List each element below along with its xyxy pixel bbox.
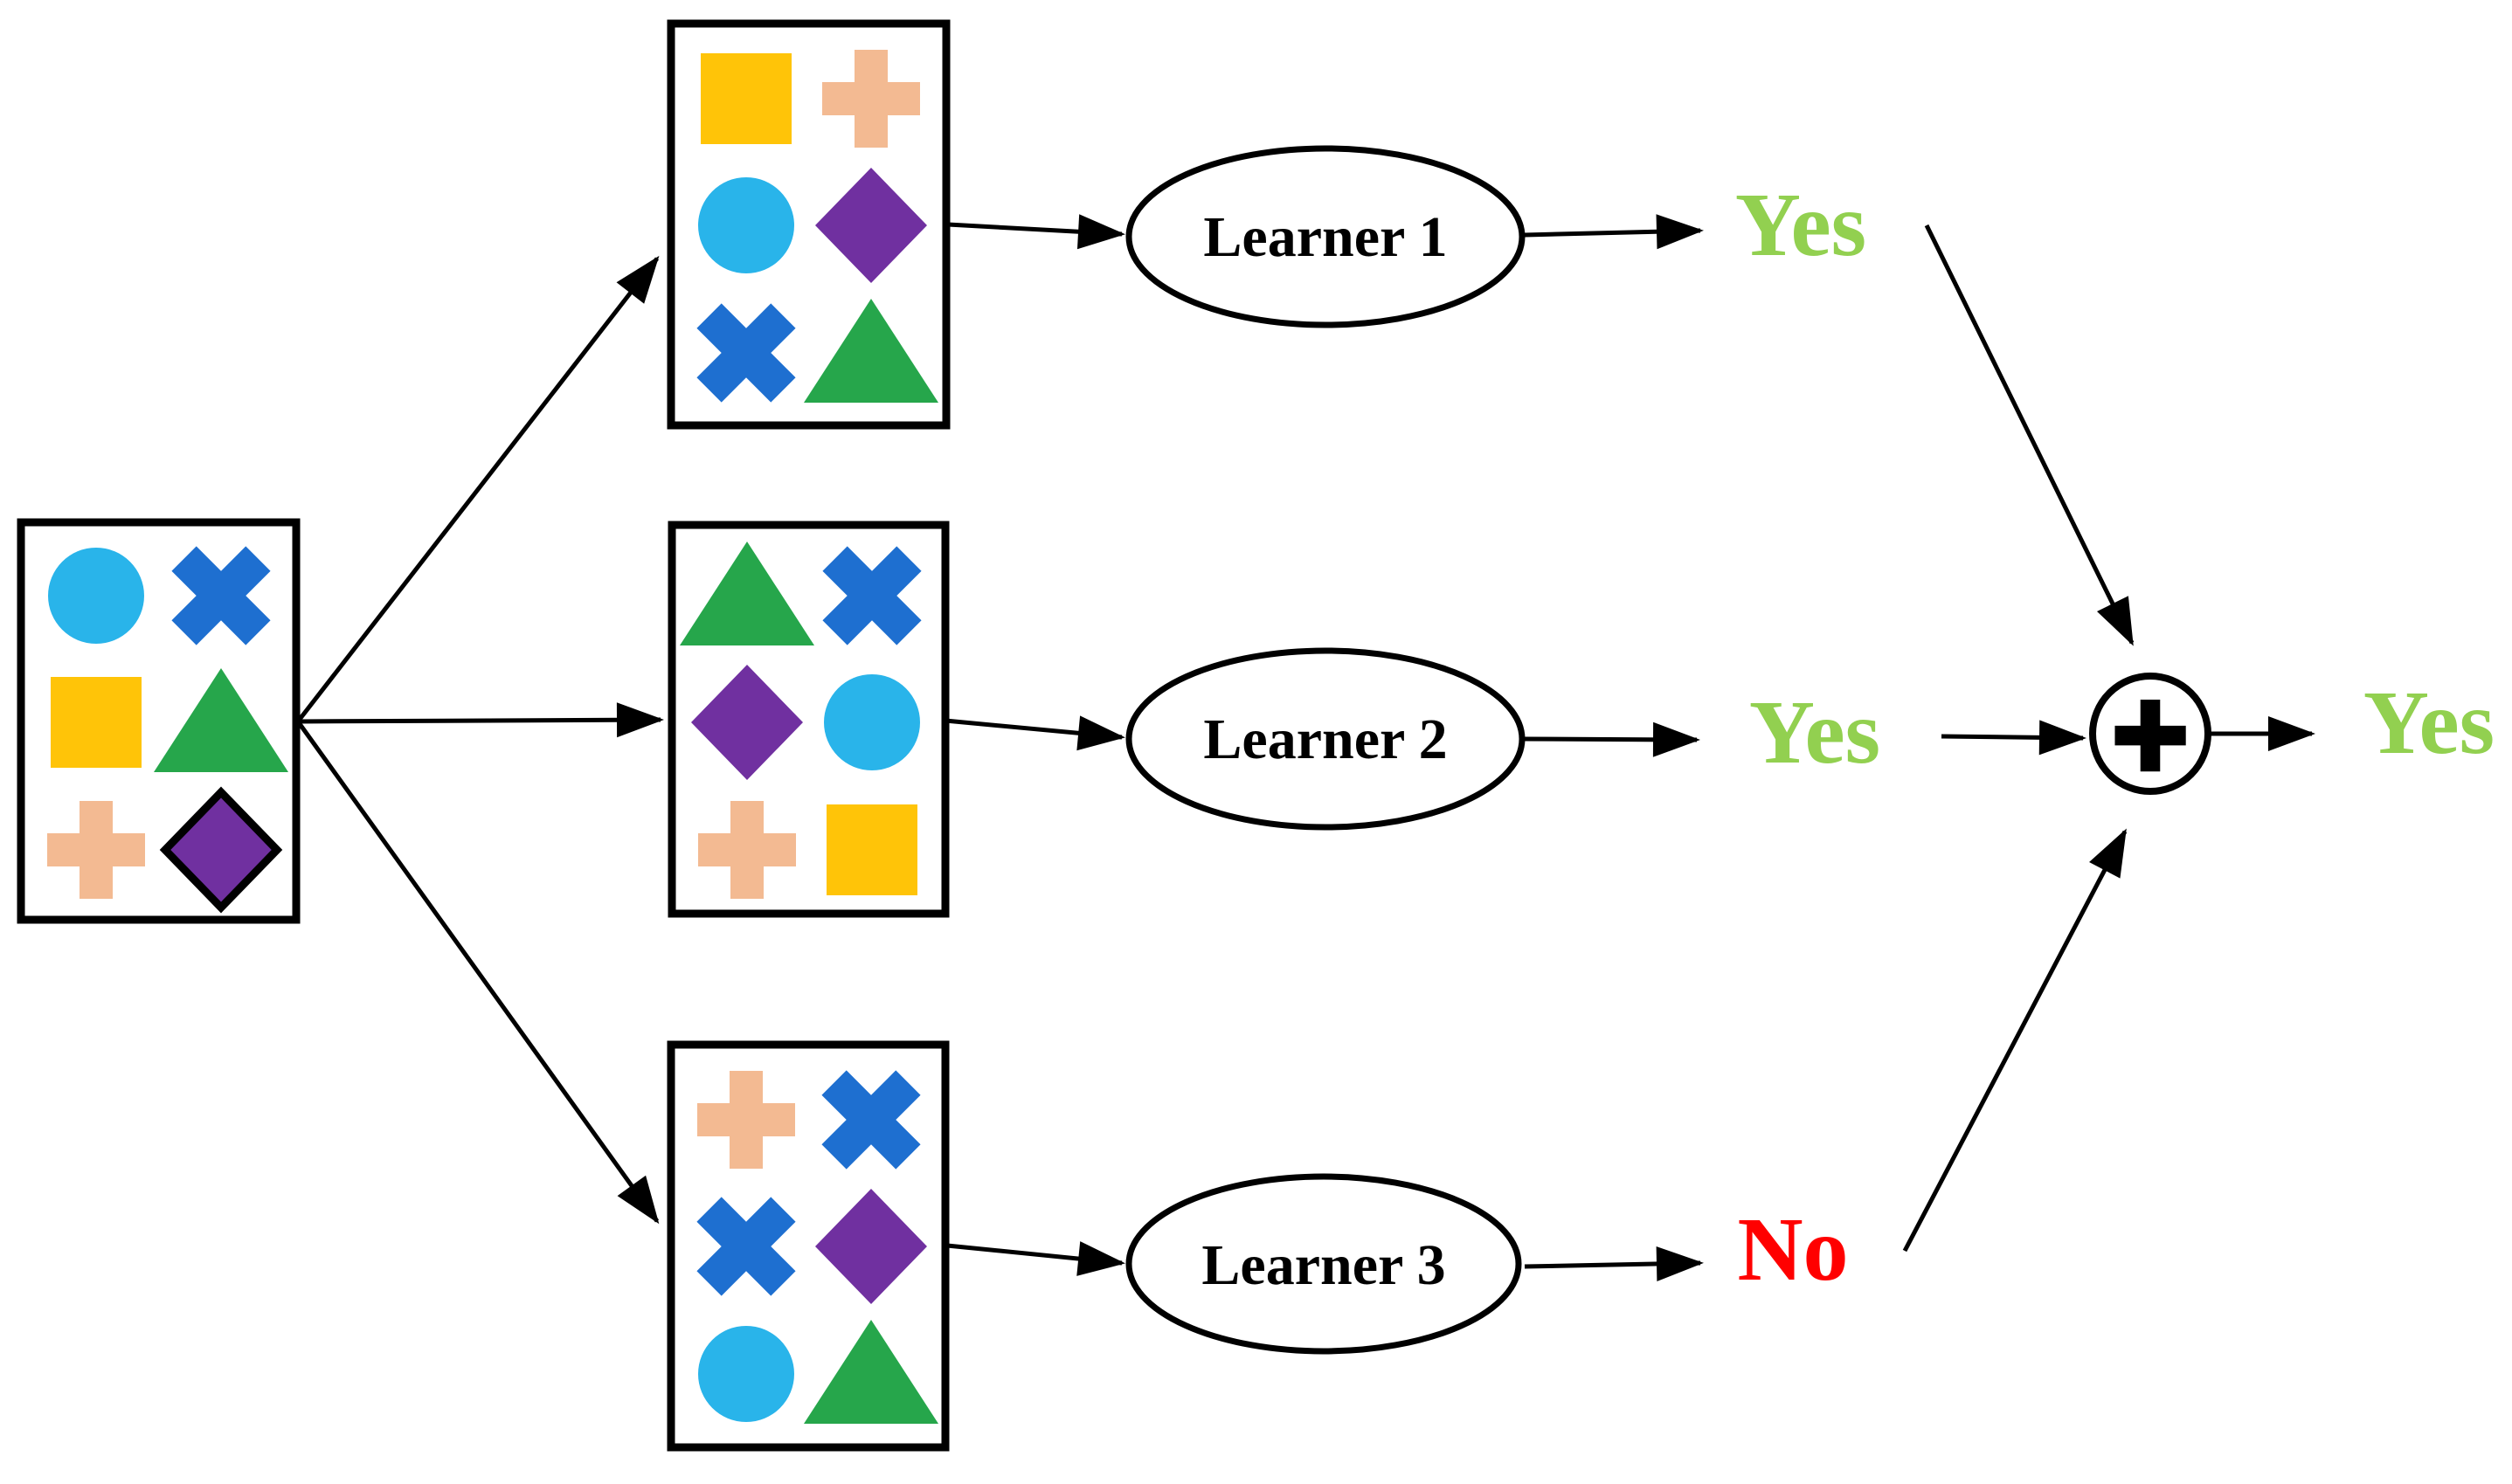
circle-shape xyxy=(698,1326,794,1422)
xmark-shape xyxy=(696,303,796,403)
learner-1-ellipse xyxy=(1125,145,1526,328)
learner-2-node: Learner 2 xyxy=(1125,647,1526,831)
square-shape xyxy=(701,53,792,144)
sample-box-1 xyxy=(667,19,951,430)
square-shape xyxy=(51,677,142,768)
arrow-sample-3-to-learner-3 xyxy=(946,1241,1125,1276)
plus-shape xyxy=(698,801,796,899)
output-3-text: No xyxy=(1737,1199,1848,1300)
connectors xyxy=(295,214,2315,1281)
diamond-shape xyxy=(159,786,283,914)
arrow-output-2-to-aggregator xyxy=(1941,720,2086,756)
learner-2-ellipse xyxy=(1125,647,1526,831)
xmark-shape xyxy=(171,546,271,645)
dataset-shapes xyxy=(47,546,288,914)
arrow-learner-1-to-output-1 xyxy=(1524,214,1704,250)
arrow-learner-2-to-output-2 xyxy=(1524,721,1700,757)
triangle-shape xyxy=(154,668,288,772)
circle-shape xyxy=(824,674,920,770)
xmark-shape xyxy=(822,546,922,645)
plus-shape xyxy=(697,1071,795,1169)
arrow-dataset-to-sample-3 xyxy=(295,720,660,1225)
learner-3-node: Learner 3 xyxy=(1125,1173,1522,1355)
arrow-sample-2-to-learner-2 xyxy=(945,715,1125,751)
triangle-shape xyxy=(804,1320,938,1424)
dataset-box xyxy=(17,518,301,924)
triangle-shape xyxy=(804,299,938,403)
arrow-output-1-to-aggregator xyxy=(1924,224,2135,646)
aggregator-node: + xyxy=(2089,658,2211,810)
aggregator-circle xyxy=(2089,673,2211,795)
final-output-text: Yes xyxy=(2363,673,2495,773)
output-2-text: Yes xyxy=(1749,682,1880,783)
diamond-shape xyxy=(815,1189,927,1304)
circle-shape xyxy=(48,548,144,644)
triangle-shape xyxy=(680,542,814,645)
arrow-dataset-to-sample-2 xyxy=(297,702,664,738)
arrow-learner-3-to-output-3 xyxy=(1524,1246,1704,1281)
sample-box-3 xyxy=(667,1040,950,1452)
sample-box-2 xyxy=(668,521,950,918)
diamond-shape xyxy=(691,665,803,780)
plus-shape xyxy=(822,50,920,148)
learner-3-ellipse xyxy=(1125,1173,1522,1355)
output-1-text: Yes xyxy=(1735,175,1866,275)
plus-icon: + xyxy=(2112,660,2189,807)
sample-box-3-shapes xyxy=(696,1070,938,1424)
diamond-shape xyxy=(815,168,927,283)
arrow-output-3-to-aggregator xyxy=(1902,828,2128,1253)
xmark-shape xyxy=(696,1197,796,1296)
circle-shape xyxy=(698,177,794,273)
square-shape xyxy=(827,804,917,895)
xmark-shape xyxy=(821,1070,921,1170)
learner-2-label: Learner 2 xyxy=(1203,707,1447,771)
learner-1-label: Learner 1 xyxy=(1203,205,1447,269)
learner-1-node: Learner 1 xyxy=(1125,145,1526,328)
arrow-sample-1-to-learner-1 xyxy=(947,214,1125,250)
sample-box-2-shapes xyxy=(680,542,922,899)
arrow-dataset-to-sample-1 xyxy=(296,255,660,723)
plus-shape xyxy=(47,801,145,899)
learner-3-label: Learner 3 xyxy=(1201,1233,1445,1297)
sample-box-1-shapes xyxy=(696,50,938,403)
